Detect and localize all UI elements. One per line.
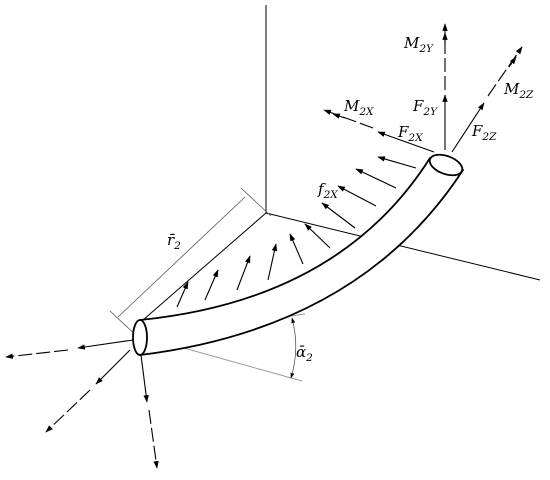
distributed-load-arrows (176, 156, 417, 308)
label-m2y: M2Y (403, 34, 434, 55)
label-f2z: F2Z (471, 122, 497, 143)
beam-end-cap-right (428, 153, 464, 177)
label-f2x-distributed: f2X (317, 180, 338, 201)
label-f2y: F2Y (412, 97, 438, 118)
diagonal-axis (142, 212, 267, 321)
m2z-arrow-second-head (508, 56, 517, 68)
label-m2z: M2Z (503, 80, 534, 101)
m2x-arrow-second-head (332, 113, 346, 119)
fixed-end-reactions (5, 339, 159, 469)
m2z-arrow (487, 46, 523, 97)
beam-end-cap-left (132, 319, 148, 356)
beam-outline (139, 157, 464, 356)
label-m2x: M2X (343, 97, 374, 118)
label-alpha2: ᾱ2 (296, 343, 313, 364)
label-f2x: F2X (397, 123, 423, 144)
m2x-arrow (323, 109, 374, 129)
label-r2: r̄2 (167, 231, 181, 252)
f2x-arrow (377, 131, 435, 153)
curved-beam (132, 153, 464, 356)
end-forces (323, 23, 523, 153)
f2z-arrow (451, 102, 485, 153)
labels: M2Y M2Z M2X F2Y F2X F2Z f2X r̄2 ᾱ2 (167, 34, 534, 364)
